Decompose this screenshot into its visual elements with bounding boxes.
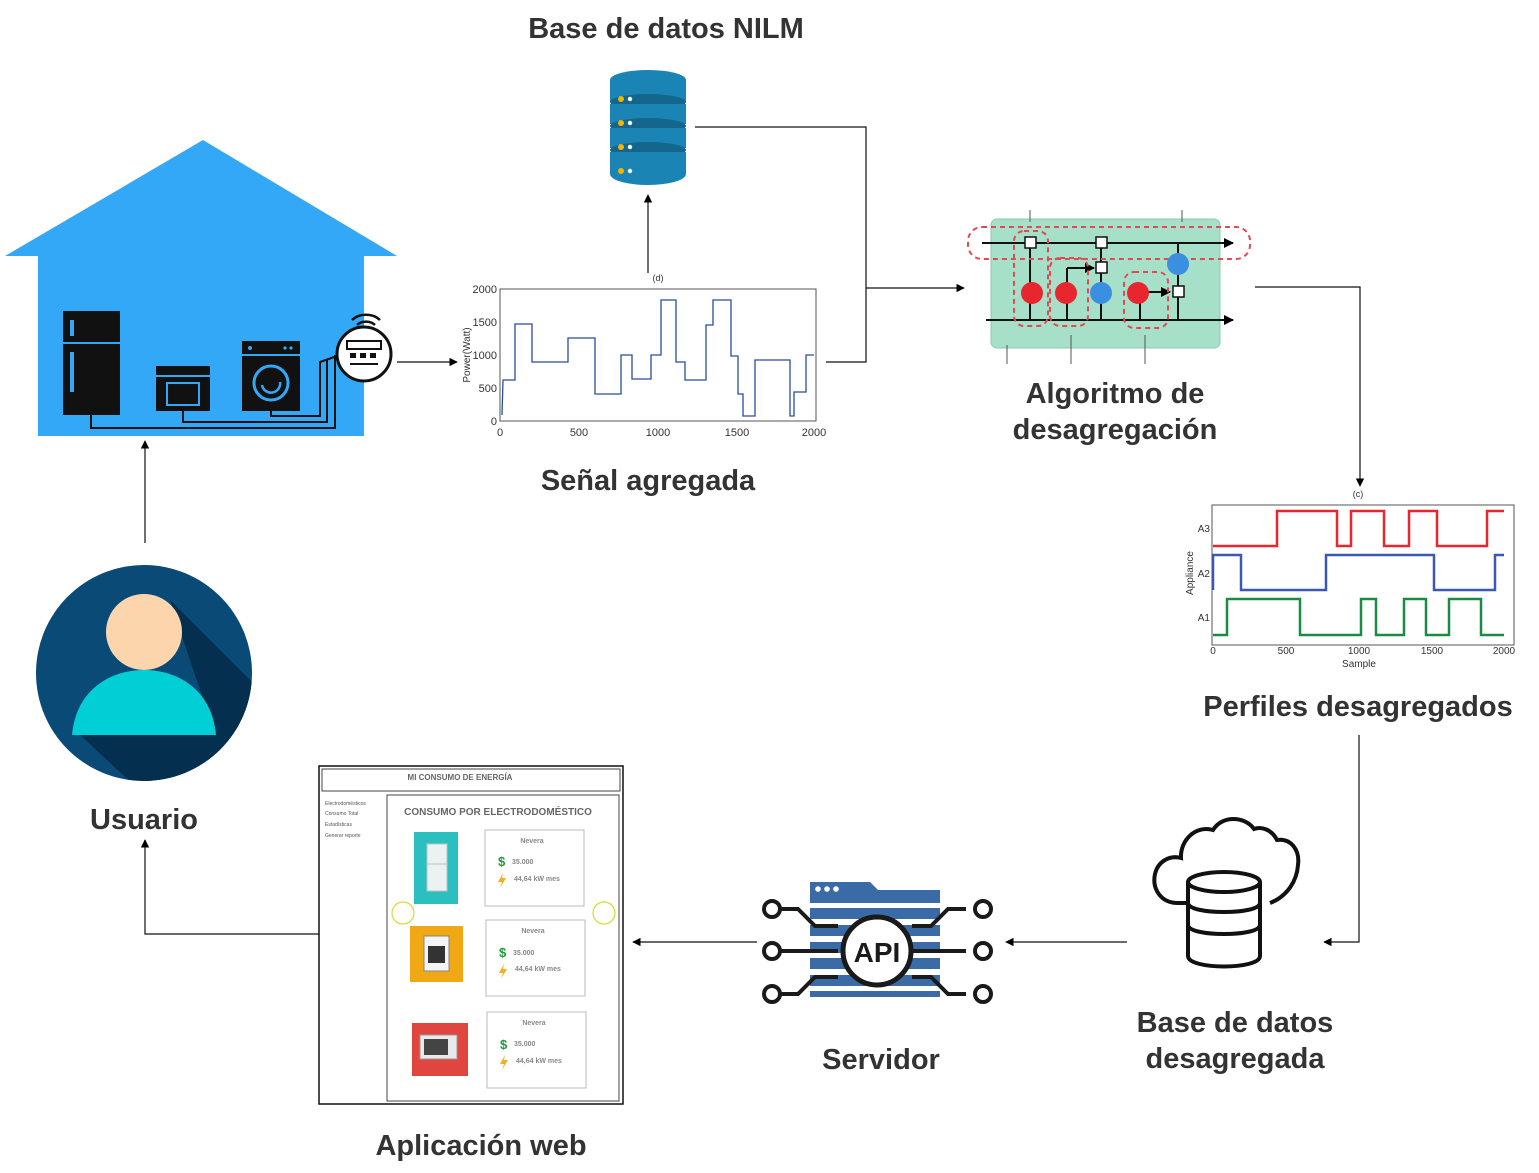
profiles-x-tick: 0	[1210, 646, 1216, 657]
api-text: API	[854, 937, 901, 968]
card-price: 35.000	[514, 1041, 536, 1048]
card-energy: 44,64 kW mes	[516, 1058, 562, 1065]
profiles-x-tick: 2000	[1493, 646, 1516, 657]
appliance-card[interactable]: Nevera $ 35.000 44,64 kW mes	[486, 1011, 587, 1089]
card-price: 35.000	[513, 950, 535, 957]
stove-tile-icon	[410, 926, 463, 982]
aggregated-signal-chart: (d) Power(Watt) 2000 1500 1000 500 0 0 5…	[462, 273, 826, 439]
profiles-ylabel: Appliance	[1185, 551, 1196, 595]
dollar-icon: $	[499, 945, 507, 960]
appliance-card[interactable]: Nevera $ 35.000 44,64 kW mes	[485, 919, 586, 997]
card-price: 35.000	[512, 859, 534, 866]
webapp-label: Aplicación web	[375, 1130, 586, 1162]
lightning-icon	[499, 964, 507, 979]
profiles-x-tick: 1000	[1348, 646, 1371, 657]
signal-x-tick: 500	[570, 427, 588, 439]
signal-x-ticks: 0 500 1000 1500 2000	[497, 427, 826, 439]
arrow-algorithm-to-profiles	[1255, 286, 1365, 487]
webapp-header: MI CONSUMO DE ENERGÍA	[408, 773, 513, 782]
signal-x-tick: 1000	[646, 427, 670, 439]
disagg-db-label-line2: desagregada	[1146, 1043, 1326, 1075]
connectors	[140, 126, 1365, 947]
dollar-icon: $	[500, 1037, 508, 1052]
profile-a1-trace	[1213, 597, 1504, 637]
webapp-menu-item[interactable]: Consumo Total	[325, 811, 358, 817]
profiles-x-tick: 500	[1278, 646, 1295, 657]
microwave-tile-icon	[412, 1023, 468, 1076]
web-app-mockup: MI CONSUMO DE ENERGÍA Electrodomésticos …	[318, 765, 624, 1105]
profiles-panel-tag: (c)	[1353, 489, 1364, 499]
profiles-y-tick: A2	[1198, 569, 1211, 580]
dollar-icon: $	[498, 854, 506, 869]
webapp-menu: Electrodomésticos Consumo Total Estadíst…	[325, 801, 366, 839]
house-icon	[5, 140, 397, 436]
profiles-y-tick: A1	[1198, 613, 1211, 624]
profile-a3-trace	[1213, 509, 1504, 548]
signal-x-tick: 2000	[802, 427, 826, 439]
card-energy: 44,64 kW mes	[515, 966, 561, 973]
webapp-menu-item[interactable]: Estadísticas	[325, 822, 352, 828]
card-name: Nevera	[522, 1020, 545, 1027]
smart-meter-icon	[335, 313, 393, 383]
lstm-cell-icon	[967, 210, 1251, 364]
database-icon	[610, 70, 686, 185]
profiles-label: Perfiles desagregados	[1203, 691, 1512, 723]
card-name: Nevera	[520, 838, 543, 845]
signal-label: Señal agregada	[541, 465, 756, 497]
oven-icon	[156, 366, 210, 411]
lightning-icon	[500, 1055, 508, 1070]
signal-y-ticks: 2000 1500 1000 500 0	[473, 284, 497, 428]
arrow-profiles-to-disagg-db	[1323, 735, 1360, 947]
wiring	[90, 354, 341, 429]
webapp-section-title: CONSUMO POR ELECTRODOMÉSTICO	[404, 805, 592, 818]
profiles-xlabel: Sample	[1342, 659, 1376, 670]
signal-y-tick: 0	[491, 416, 497, 428]
card-name: Nevera	[521, 928, 544, 935]
algorithm-label-line2: desagregación	[1013, 414, 1218, 446]
line-nilm-db-to-merge	[695, 126, 867, 288]
signal-y-tick: 2000	[473, 284, 497, 296]
signal-ylabel: Power(Watt)	[462, 327, 473, 382]
disagg-db-label-line1: Base de datos	[1137, 1007, 1334, 1039]
signal-panel-tag: (d)	[653, 273, 664, 283]
webapp-menu-item[interactable]: Electrodomésticos	[325, 801, 366, 807]
signal-y-tick: 1000	[473, 350, 497, 362]
profile-a2-trace	[1211, 553, 1504, 592]
card-energy: 44,64 kW mes	[514, 876, 560, 883]
signal-x-tick: 1500	[725, 427, 749, 439]
signal-y-tick: 1500	[473, 317, 497, 329]
api-server-icon: API	[762, 882, 993, 1004]
webapp-menu-item[interactable]: Generar reporte	[325, 833, 361, 839]
arrow-webapp-to-user	[140, 839, 319, 935]
profiles-x-tick: 1500	[1421, 646, 1444, 657]
signal-trace	[501, 299, 814, 417]
server-label: Servidor	[822, 1044, 940, 1076]
profiles-chart: (c) Appliance Sample A3 A2 A1 0 500 1000…	[1185, 489, 1516, 670]
user-label: Usuario	[90, 804, 198, 836]
user-avatar-icon	[36, 565, 252, 781]
signal-x-tick: 0	[497, 427, 503, 439]
lstm-gates	[1021, 236, 1189, 304]
nilm-db-label: Base de datos NILM	[528, 13, 804, 45]
line-signal-to-merge	[826, 288, 867, 363]
profiles-y-tick: A3	[1198, 524, 1211, 535]
cloud-database-icon	[1152, 817, 1301, 969]
fridge-icon	[63, 311, 120, 415]
algorithm-label-line1: Algoritmo de	[1026, 378, 1205, 410]
lightning-icon	[498, 873, 506, 888]
fridge-tile-icon	[414, 832, 458, 904]
signal-y-tick: 500	[479, 383, 497, 395]
washing-machine-icon	[242, 341, 300, 411]
appliance-card[interactable]: Nevera $ 35.000 44,64 kW mes	[484, 829, 585, 907]
